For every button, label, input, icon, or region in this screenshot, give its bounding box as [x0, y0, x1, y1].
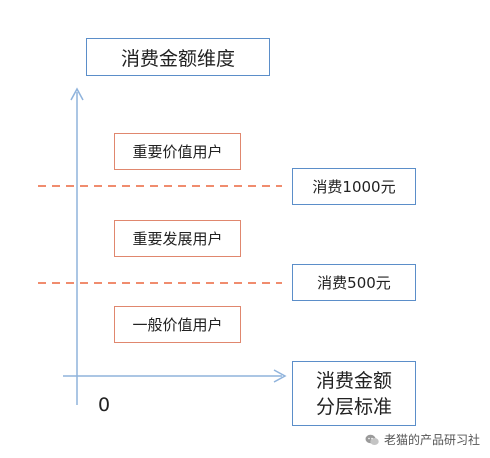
threshold-label-500: 消费500元: [292, 264, 416, 301]
x-axis-label-box: 消费金额 分层标准: [292, 361, 416, 426]
watermark: 老猫的产品研习社: [365, 431, 480, 448]
segment-important-value-users: 重要价值用户: [114, 133, 241, 170]
x-axis-arrowhead: [273, 369, 287, 383]
threshold-label-1000: 消费1000元: [292, 168, 416, 205]
x-axis-label-line1: 消费金额: [315, 369, 392, 392]
segment-general-value-users: 一般价值用户: [114, 306, 241, 343]
diagram-title: 消费金额维度: [86, 38, 270, 76]
y-axis-arrowhead: [70, 87, 84, 101]
watermark-text: 老猫的产品研习社: [383, 433, 480, 447]
segment-important-development-users: 重要发展用户: [114, 220, 241, 257]
origin-label: 0: [98, 394, 111, 416]
x-axis-label-line2: 分层标准: [315, 395, 392, 418]
wechat-icon: [365, 434, 379, 445]
